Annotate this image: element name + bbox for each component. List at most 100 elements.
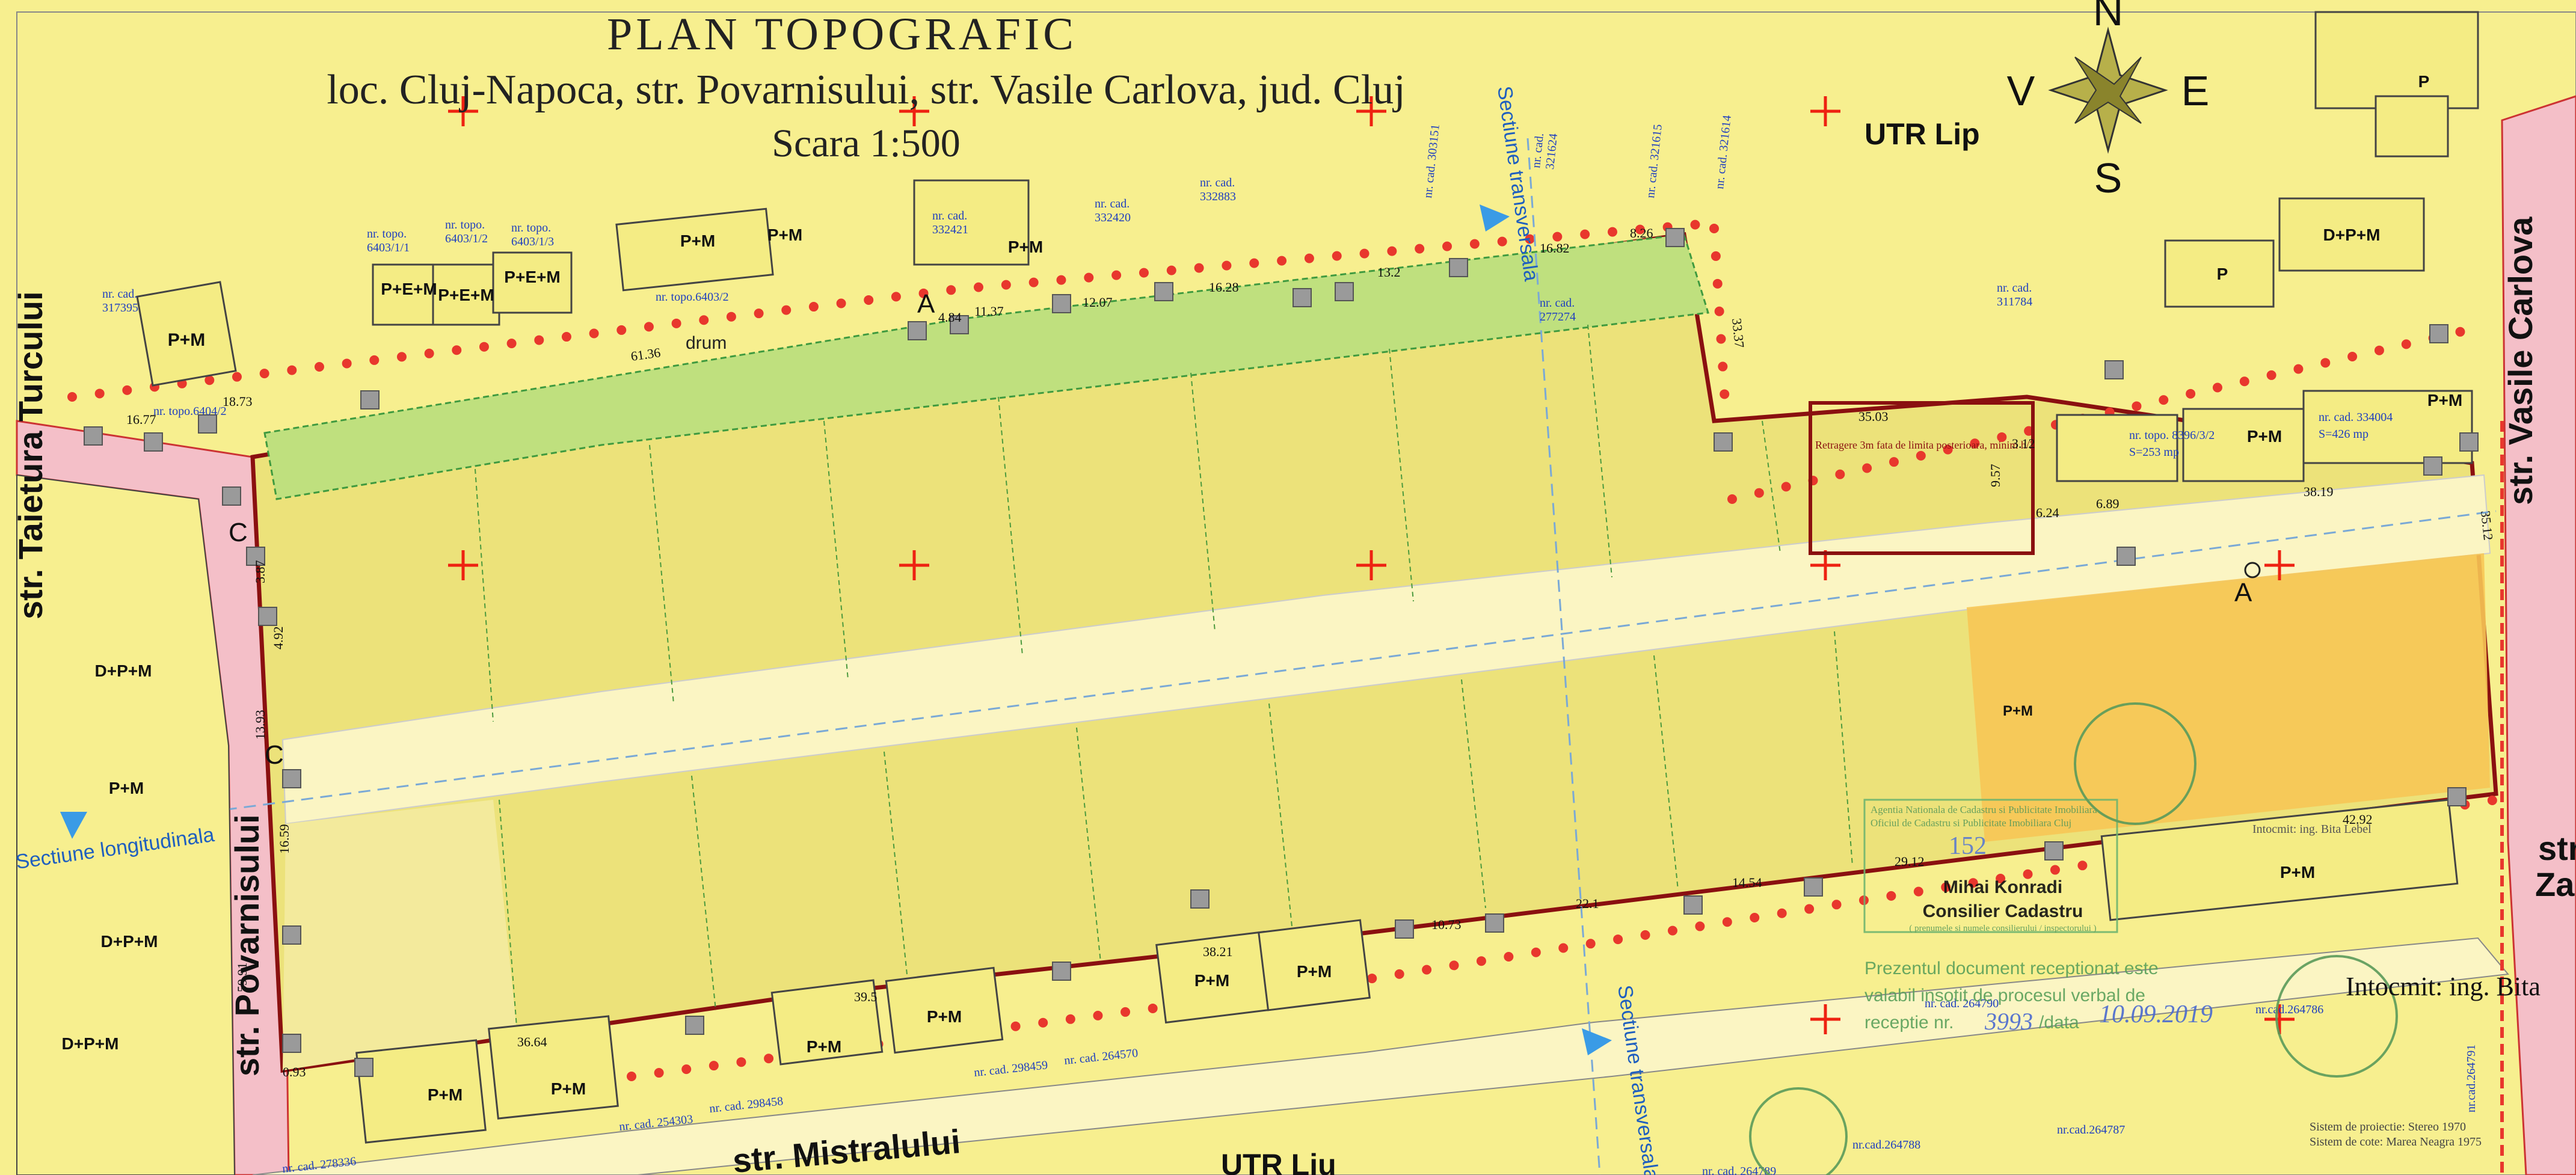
light-lot xyxy=(283,800,517,1070)
dim-d8: 13.2 xyxy=(1377,265,1401,280)
building-b13 xyxy=(488,1015,619,1120)
dim-d6: 12.07 xyxy=(1083,295,1113,310)
building-b24 xyxy=(2182,408,2305,482)
building-label-b21: P xyxy=(2217,265,2228,283)
point-C2: C xyxy=(265,740,284,770)
building-label-b20: D+P+M xyxy=(2323,225,2381,244)
stamp-name: Mihai Konradi xyxy=(1943,877,2062,897)
dim-d11: 33.37 xyxy=(1729,318,1747,349)
projection-line1: Sistem de proiectie: Stereo 1970 xyxy=(2310,1120,2466,1134)
compass-north: N xyxy=(2093,0,2124,34)
section-longitudinal-arrow xyxy=(60,812,87,839)
cad-c5: nr. topo.6403/2 xyxy=(656,290,729,304)
building-b7 xyxy=(2314,11,2479,109)
dim-d5: 11.37 xyxy=(974,304,1004,319)
cad-c19: nr. topo.6404/2 xyxy=(153,405,227,418)
stamp-box xyxy=(1863,799,2118,933)
dim-d24: 39.5 xyxy=(854,989,878,1004)
building-b5 xyxy=(615,207,774,292)
stamp-small-num: 152 xyxy=(1949,832,1987,860)
title-line1: PLAN TOPOGRAFIC xyxy=(607,9,1077,60)
cad-c27: nr.cad.264786 xyxy=(2255,1003,2323,1016)
dim-d28: 13.93 xyxy=(253,710,268,740)
dim-d2: 18.73 xyxy=(223,394,253,409)
building-b12 xyxy=(355,1039,487,1144)
intocmit-label: Intocmit: ing. Bita xyxy=(2346,972,2541,1001)
compass-south: S xyxy=(2094,155,2123,201)
building-label-b4: P+E+M xyxy=(504,268,560,286)
building-label-b16: P+M xyxy=(1194,971,1229,990)
building-b3 xyxy=(432,263,500,326)
building-label-b17: P+M xyxy=(1297,962,1332,981)
official-stamp: Agentia Nationala de Cadastru si Publici… xyxy=(1749,702,2398,1175)
title-line2: loc. Cluj-Napoca, str. Povarnisului, str… xyxy=(327,67,1405,113)
point-A2: A xyxy=(2234,578,2252,607)
building-b20 xyxy=(2278,197,2425,272)
cad-c16: S=253 mp xyxy=(2129,446,2179,459)
setback-box xyxy=(1809,401,2035,555)
dim-d17: 35.12 xyxy=(2478,510,2496,541)
building-b2 xyxy=(372,263,440,326)
stamp-office: Oficiul de Cadastru si Publicitate Imobi… xyxy=(1871,817,2071,829)
dim-d23: 38.21 xyxy=(1203,944,1233,959)
cad-c24: nr. cad. 264790 xyxy=(1925,997,1999,1010)
cad-c15: nr. topo. 8396/3/2 xyxy=(2129,429,2215,442)
building-b21 xyxy=(2164,239,2275,308)
section-longitudinal-line xyxy=(72,510,2497,831)
dim-d22: 10.73 xyxy=(1431,917,1462,932)
dim-d29: 4.92 xyxy=(271,627,286,650)
point-C1: C xyxy=(229,518,248,547)
building-b17 xyxy=(1258,919,1371,1011)
dimension-labels: 16.77 18.73 61.36 4.84 11.37 12.07 16.28… xyxy=(126,225,2496,1079)
point-A2-marker xyxy=(2244,562,2261,578)
utr-bottom-label: UTR Liu xyxy=(1221,1148,1336,1175)
compass-star-diag xyxy=(2074,57,2142,124)
section-transversal-arrow-top xyxy=(1480,204,1510,232)
stamp-receipt1: Prezentul document receptionat este xyxy=(1864,959,2159,978)
stamp-role: Consilier Cadastru xyxy=(1923,901,2083,921)
setback-label: Retragere 3m fata de limita posterioara,… xyxy=(1815,439,2035,451)
building-label-b5b: P+M xyxy=(767,225,802,244)
internal-road xyxy=(281,474,2491,825)
building-label-b9: P+M xyxy=(109,779,144,797)
building-label-b5a: P+M xyxy=(680,232,715,250)
building-b22 xyxy=(2375,95,2449,158)
building-label-b2: P+E+M xyxy=(381,280,437,298)
dim-d32: 0.93 xyxy=(283,1064,306,1079)
street-taietura-label: str. Taietura Turcului xyxy=(11,291,49,619)
building-b23 xyxy=(2056,414,2178,482)
cad-c18: S=426 mp xyxy=(2319,428,2369,441)
building-label-b24: P+M xyxy=(2003,703,2033,719)
dim-d9: 16.82 xyxy=(1540,241,1570,256)
dim-d10: 8.26 xyxy=(1630,225,1653,241)
compass-rose: N S E V xyxy=(2007,0,2210,201)
dim-d12: 35.03 xyxy=(1858,409,1889,424)
dim-d1: 16.77 xyxy=(126,412,156,427)
building-label-b14: P+M xyxy=(807,1037,841,1056)
cad-c14: nr. cad.311784 xyxy=(1997,281,2032,308)
building-label-b1: P+M xyxy=(168,330,206,350)
stamp-receipt-nr: 3993 xyxy=(1984,1008,2033,1035)
street-mistralului-band xyxy=(252,937,2509,1175)
building-label-b22: P xyxy=(2418,72,2430,91)
cad-c2: nr. topo.6403/1/1 xyxy=(367,227,410,254)
left-parcel xyxy=(16,474,236,1175)
intocmit-small-label: Intocmit: ing. Bita Lebel xyxy=(2252,823,2372,836)
cad-c28: nr.cad.264791 xyxy=(2465,1045,2478,1112)
dim-d14: 6.89 xyxy=(2096,496,2120,511)
building-label-b19: P+M xyxy=(2427,391,2462,410)
stamp-agency: Agentia Nationala de Cadastru si Publici… xyxy=(1871,804,2097,815)
dim-d31: 9.57 xyxy=(1988,464,2003,488)
dim-d4: 4.84 xyxy=(938,310,962,325)
building-b15 xyxy=(885,966,1004,1054)
dim-d30: 3.87 xyxy=(253,560,268,584)
cad-c13: nr. cad.277274 xyxy=(1540,296,1576,324)
lot-lines xyxy=(475,324,1853,1035)
building-label-b3: P+E+M xyxy=(438,286,494,304)
building-label-b13: P+M xyxy=(551,1079,586,1098)
building-label-b23: P+M xyxy=(2247,427,2282,446)
building-b1 xyxy=(136,281,237,387)
building-b4 xyxy=(492,251,573,314)
cad-c6: nr. cad.332421 xyxy=(932,209,968,236)
